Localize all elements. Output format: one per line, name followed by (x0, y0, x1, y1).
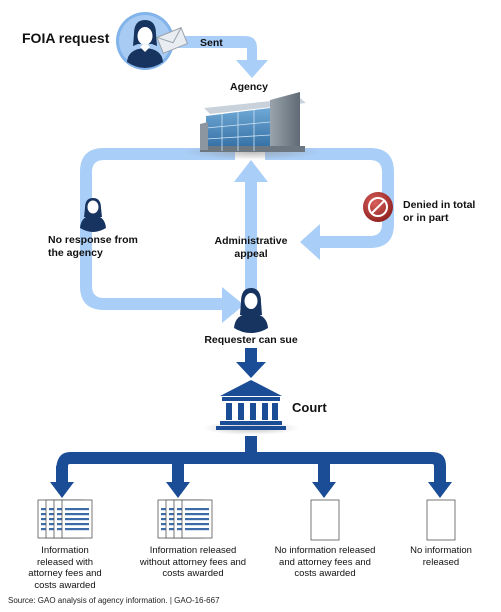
outcome-2-line1: Information released (149, 545, 237, 556)
can-sue-label: Requester can sue (204, 334, 298, 346)
outcome-3-line3: costs awarded (294, 568, 356, 579)
outcome-3-line1: No information released (274, 545, 376, 556)
outcome-4-line1: No information (410, 545, 472, 556)
outcome-label-4: No information released (400, 545, 482, 568)
appeal-arrow (234, 160, 268, 300)
denied-label: Denied in total or in part (403, 199, 475, 225)
document-stack-icon (157, 499, 213, 539)
appeal-label-line1: Administrative (214, 235, 288, 247)
outcome-1-line4: costs awarded (34, 579, 96, 591)
appeal-label-line2: appeal (234, 248, 268, 260)
outcome-2-line3: costs awarded (162, 568, 224, 579)
sue-arrow (236, 348, 266, 378)
denied-label-line2: or in part (403, 212, 449, 224)
envelope-icon (156, 27, 189, 54)
no-response-label-line2: the agency (48, 247, 103, 259)
no-response-arrow (80, 148, 244, 323)
source-note: Source: GAO analysis of agency informati… (8, 596, 220, 605)
outcome-1-line3: attorney fees and (28, 568, 102, 579)
outcome-1-line1: Information (41, 545, 89, 556)
outcome-label-1: Information released with attorney fees … (20, 545, 110, 591)
blank-document-icon (310, 499, 340, 541)
court-icon (203, 380, 299, 435)
court-label: Court (292, 400, 327, 415)
requester-avatar-left (80, 198, 106, 232)
outcome-label-2: Information released without attorney fe… (128, 545, 258, 580)
appeal-label: Administrative appeal (205, 235, 297, 261)
agency-label: Agency (230, 81, 268, 93)
denied-icon (363, 192, 393, 222)
document-stack-icon (37, 499, 93, 539)
court-arrows (50, 348, 452, 498)
no-response-label: No response from the agency (48, 234, 138, 260)
sent-arrow (178, 36, 268, 78)
requester-avatar-top (116, 12, 174, 70)
sent-label: Sent (200, 37, 223, 49)
denied-label-line1: Denied in total (403, 199, 476, 211)
flow-arrows (80, 36, 394, 323)
outcome-label-3: No information released and attorney fee… (262, 545, 388, 580)
outcome-2-line2: without attorney fees and (139, 556, 247, 568)
requester-avatar-center (234, 288, 268, 333)
page-title: FOIA request (22, 30, 110, 46)
agency-building-icon (184, 92, 320, 160)
outcome-3-line2: and attorney fees and (279, 556, 371, 568)
no-response-label-line1: No response from (48, 234, 138, 246)
outcome-1-line2: released with (37, 556, 93, 568)
outcome-4-line2: released (422, 556, 460, 568)
blank-document-icon (426, 499, 456, 541)
